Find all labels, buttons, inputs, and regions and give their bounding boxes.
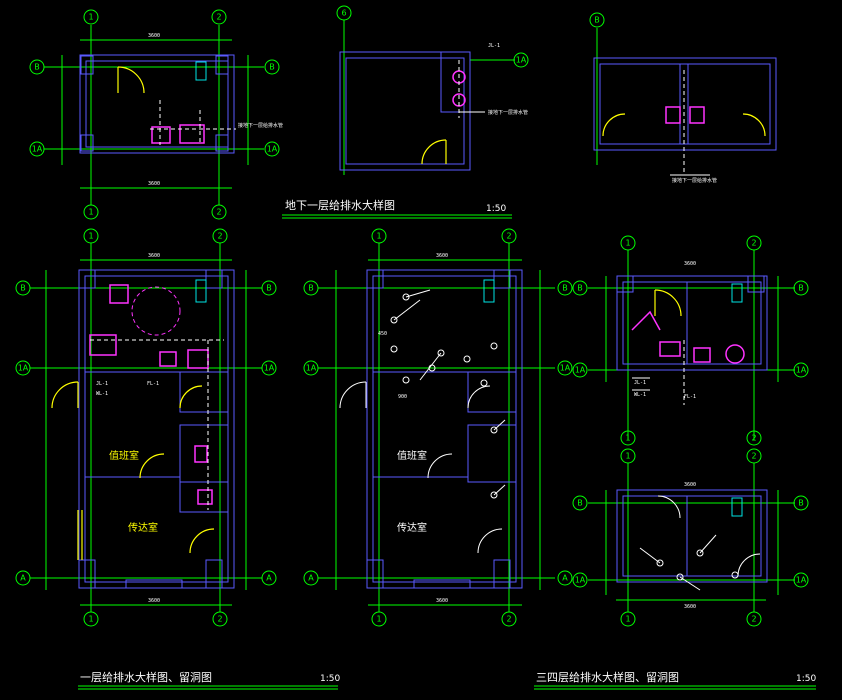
axis-6: 6 <box>341 9 346 18</box>
ff-dim-bottom: 3600 <box>148 598 160 604</box>
hp-dim-bottom: 3600 <box>436 598 448 604</box>
uf-axis-2-bottom: 2 <box>751 434 756 443</box>
basement-detail-right <box>593 28 777 176</box>
uf-dim-top: 3600 <box>684 261 696 267</box>
ff-axis-B-left: B <box>20 284 26 293</box>
ff-note-jl: JL-1 <box>96 381 108 387</box>
ff-axis-1A-right: 1A <box>264 364 275 373</box>
hp-axis-2-bottom: 2 <box>506 615 511 624</box>
ff-dim-top: 3600 <box>148 253 160 259</box>
uf-axis-1A-left: 1A <box>575 366 586 375</box>
ff-axis-A-left: A <box>20 574 26 583</box>
upper-floor-scale: 1:50 <box>796 674 816 684</box>
ff-axis-2-bottom: 2 <box>217 615 222 624</box>
hole-plan <box>318 243 555 612</box>
uf-axis-2-top: 2 <box>751 239 756 248</box>
note-basement-1: 接地下一层给排水管 <box>238 122 283 129</box>
basement-plan <box>44 25 264 205</box>
hp-axis-1-bottom: 1 <box>376 615 381 624</box>
dim-basement-bottom: 3600 <box>148 181 160 187</box>
note-jl-detail: JL-1 <box>488 43 500 49</box>
axis-B-left: B <box>34 63 40 72</box>
first-floor-plan <box>30 243 262 612</box>
uh-axis-2-bottom: 2 <box>751 615 756 624</box>
ff-room-reception: 传达室 <box>128 521 158 534</box>
dim-basement-top: 3600 <box>148 33 160 39</box>
ff-axis-1-bottom: 1 <box>88 615 93 624</box>
uf-note-jl: JL-1 <box>634 380 646 386</box>
upper-floor-plan <box>588 250 795 440</box>
hp-axis-A-right: A <box>562 574 568 583</box>
uh-axis-B-right: B <box>798 499 804 508</box>
axis-2-top: 2 <box>216 13 221 22</box>
ff-axis-1-top: 1 <box>88 232 93 241</box>
first-floor-title: 一层给排水大样图、留洞图 <box>80 670 212 684</box>
axis-B-detail: B <box>594 16 600 25</box>
basement-detail <box>339 20 515 175</box>
hp-axis-1A-right: 1A <box>560 364 571 373</box>
hp-axis-B-right: B <box>562 284 568 293</box>
hole-plan-bubbles: 1 2 1 2 B B 1A 1A A A <box>303 228 573 627</box>
note-detail-2: 接地下一层排水管 <box>488 109 528 116</box>
uh-axis-1A-left: 1A <box>575 576 586 585</box>
ff-axis-2-top: 2 <box>217 232 222 241</box>
axis-2-bottom: 2 <box>216 208 221 217</box>
upper-hole-plan <box>588 463 795 612</box>
hp-dim-900: 900 <box>398 394 407 400</box>
hp-room-duty: 值班室 <box>397 449 427 462</box>
first-floor-scale: 1:50 <box>320 674 340 684</box>
hp-axis-2-top: 2 <box>506 232 511 241</box>
uh-axis-1-top: 1 <box>625 452 630 461</box>
basement-bubbles: 1 2 1 2 B B 1A 1A <box>29 9 280 220</box>
uh-axis-B-left: B <box>577 499 583 508</box>
ff-axis-B-right: B <box>266 284 272 293</box>
uf-axis-B-right: B <box>798 284 804 293</box>
hp-axis-A-left: A <box>308 574 314 583</box>
uh-axis-1-bottom: 1 <box>625 615 630 624</box>
uf-note-fl: FL-1 <box>684 394 696 400</box>
uh-axis-2-top: 2 <box>751 452 756 461</box>
hp-axis-B-left: B <box>308 284 314 293</box>
axis-1-top: 1 <box>88 13 93 22</box>
uf-axis-B-left: B <box>577 284 583 293</box>
upper-floor-bubbles: 1 2 1 2 B B 1A 1A <box>572 235 809 446</box>
basement-title: 地下一层给排水大样图 <box>285 198 395 212</box>
hp-room-reception: 传达室 <box>397 521 427 534</box>
ff-note-fl: FL-1 <box>147 381 159 387</box>
axis-1A-detail: 1A <box>516 56 527 65</box>
first-floor-bubbles: 1 2 1 2 B B 1A 1A A A <box>15 228 277 627</box>
axis-1A-right: 1A <box>267 145 278 154</box>
note-detail-right: 接地下一层给排水管 <box>672 177 717 184</box>
uf-note-wl: WL-1 <box>634 392 646 398</box>
uh-dim-top: 3600 <box>684 482 696 488</box>
axis-1A-left: 1A <box>32 145 43 154</box>
basement-scale: 1:50 <box>486 204 506 214</box>
uf-axis-1A-right: 1A <box>796 366 807 375</box>
ff-room-duty: 值班室 <box>109 449 139 462</box>
uf-axis-1-bottom: 1 <box>625 434 630 443</box>
hp-dim-450: 450 <box>378 331 387 337</box>
upper-hole-bubbles: 1 2 1 2 B B 1A 1A <box>572 448 809 627</box>
uf-axis-1-top: 1 <box>625 239 630 248</box>
uh-axis-1A-right: 1A <box>796 576 807 585</box>
ff-note-wl: WL-1 <box>96 391 108 397</box>
hp-axis-1A-left: 1A <box>306 364 317 373</box>
uh-dim-bottom: 3600 <box>684 604 696 610</box>
axis-B-right: B <box>269 63 275 72</box>
hp-dim-top: 3600 <box>436 253 448 259</box>
axis-1-bottom: 1 <box>88 208 93 217</box>
ff-axis-1A-left: 1A <box>18 364 29 373</box>
upper-floor-title: 三四层给排水大样图、留洞图 <box>536 670 679 684</box>
hp-axis-1-top: 1 <box>376 232 381 241</box>
ff-axis-A-right: A <box>266 574 272 583</box>
